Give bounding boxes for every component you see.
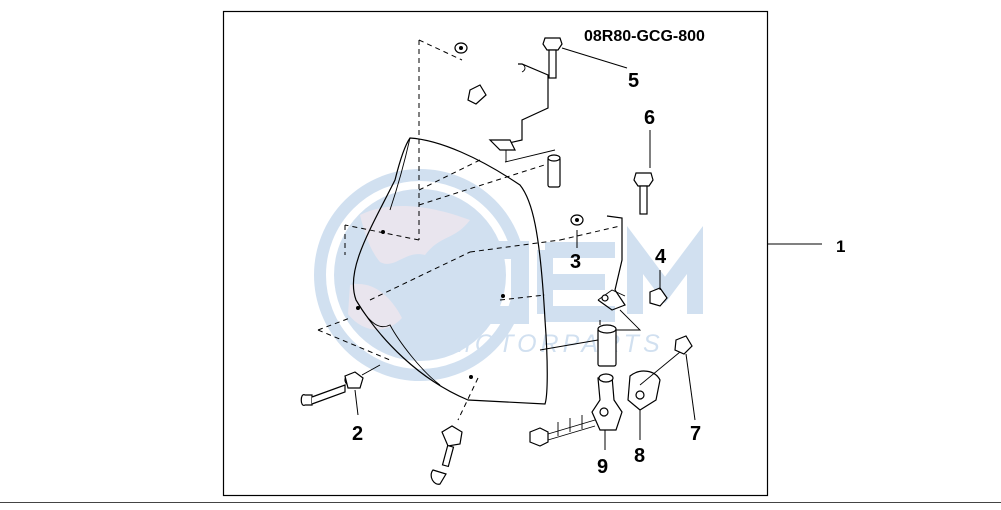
callout-4: 4 [655,246,667,268]
watermark-letter-m [627,226,703,314]
watermark-subtext: MOTORPARTS [450,330,664,358]
callout-2: 2 [352,423,363,445]
callout-3: 3 [570,251,581,273]
nut-4 [649,287,668,307]
screw-2 [300,364,381,416]
nut-upper [467,84,487,105]
callout-8: 8 [634,445,645,467]
callout-7: 7 [690,423,701,445]
watermark-land-2 [348,284,402,330]
clamp-bolt [529,415,596,447]
watermark-land [360,205,470,264]
upper-stay-bracket [454,42,561,188]
callout-5: 5 [628,70,639,92]
clamp-8 [627,370,661,440]
watermark: MOTORPARTS [314,169,703,381]
assembly-dashes [317,39,621,421]
windscreen [352,137,548,405]
lower-stay-bracket [570,214,668,331]
bolt-5 [542,37,628,79]
bottom-screw [430,425,463,485]
part-code: 08R80-GCG-800 [584,28,705,45]
callout-1: 1 [836,237,845,256]
collar-lower [597,324,617,367]
bolt-6 [633,130,654,215]
watermark-letter-e [537,242,615,322]
callout-6: 6 [644,107,655,129]
watermark-letter-o [441,241,529,324]
screw-7 [639,335,696,421]
clamp-9 [591,373,623,450]
callout-9: 9 [597,456,608,478]
diagram-frame [222,10,769,497]
